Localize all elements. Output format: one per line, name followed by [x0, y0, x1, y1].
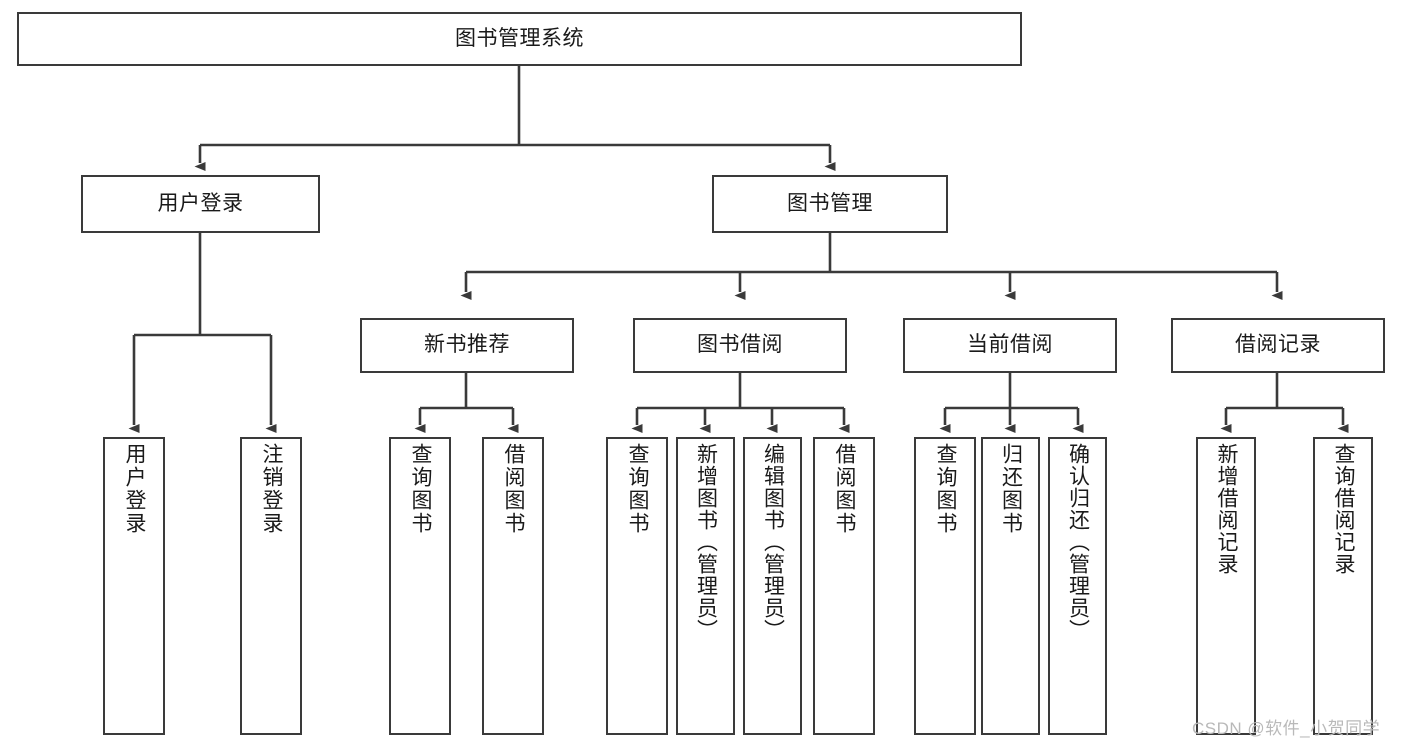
node-borrow-record-label: 借阅记录 [1235, 333, 1321, 357]
node-leaf-add-book[interactable]: 新增图书（管理员） [676, 437, 735, 735]
node-leaf-user-logout[interactable]: 注销登录 [240, 437, 302, 735]
node-leaf-borrow-book-2[interactable]: 借阅图书 [813, 437, 875, 735]
node-leaf-return-book-label: 归还图书 [999, 443, 1023, 535]
node-new-book-recommend[interactable]: 新书推荐 [360, 318, 574, 373]
node-leaf-user-login-label: 用户登录 [123, 443, 147, 535]
node-leaf-borrow-book-1-label: 借阅图书 [502, 443, 526, 535]
node-user-login-label: 用户登录 [157, 191, 244, 215]
node-leaf-confirm-return[interactable]: 确认归还（管理员） [1048, 437, 1107, 735]
node-leaf-query-book-3[interactable]: 查询图书 [914, 437, 976, 735]
node-current-borrow[interactable]: 当前借阅 [903, 318, 1117, 373]
node-leaf-borrow-book-1[interactable]: 借阅图书 [482, 437, 544, 735]
node-leaf-add-book-label: 新增图书（管理员） [694, 443, 718, 641]
node-book-borrow[interactable]: 图书借阅 [633, 318, 847, 373]
node-leaf-confirm-return-label: 确认归还（管理员） [1066, 443, 1090, 641]
node-new-book-recommend-label: 新书推荐 [424, 333, 510, 357]
node-leaf-query-record[interactable]: 查询借阅记录 [1313, 437, 1373, 735]
node-book-manage-label: 图书管理 [787, 191, 873, 215]
node-leaf-query-book-2[interactable]: 查询图书 [606, 437, 668, 735]
node-leaf-borrow-book-2-label: 借阅图书 [833, 443, 857, 535]
node-leaf-query-book-3-label: 查询图书 [934, 443, 958, 535]
node-leaf-query-book-1[interactable]: 查询图书 [389, 437, 451, 735]
node-book-manage[interactable]: 图书管理 [712, 175, 948, 233]
node-leaf-add-record[interactable]: 新增借阅记录 [1196, 437, 1256, 735]
node-borrow-record[interactable]: 借阅记录 [1171, 318, 1385, 373]
node-leaf-query-book-2-label: 查询图书 [626, 443, 650, 535]
node-leaf-add-record-label: 新增借阅记录 [1215, 443, 1239, 575]
node-current-borrow-label: 当前借阅 [967, 333, 1053, 357]
node-leaf-query-book-1-label: 查询图书 [409, 443, 433, 535]
node-leaf-edit-book[interactable]: 编辑图书（管理员） [743, 437, 802, 735]
node-book-borrow-label: 图书借阅 [697, 333, 783, 357]
node-leaf-return-book[interactable]: 归还图书 [981, 437, 1040, 735]
node-leaf-user-logout-label: 注销登录 [260, 443, 284, 535]
node-leaf-edit-book-label: 编辑图书（管理员） [761, 443, 785, 641]
node-root[interactable]: 图书管理系统 [17, 12, 1022, 66]
node-leaf-user-login[interactable]: 用户登录 [103, 437, 165, 735]
node-root-label: 图书管理系统 [455, 26, 584, 50]
node-leaf-query-record-label: 查询借阅记录 [1332, 443, 1356, 575]
node-user-login[interactable]: 用户登录 [81, 175, 320, 233]
